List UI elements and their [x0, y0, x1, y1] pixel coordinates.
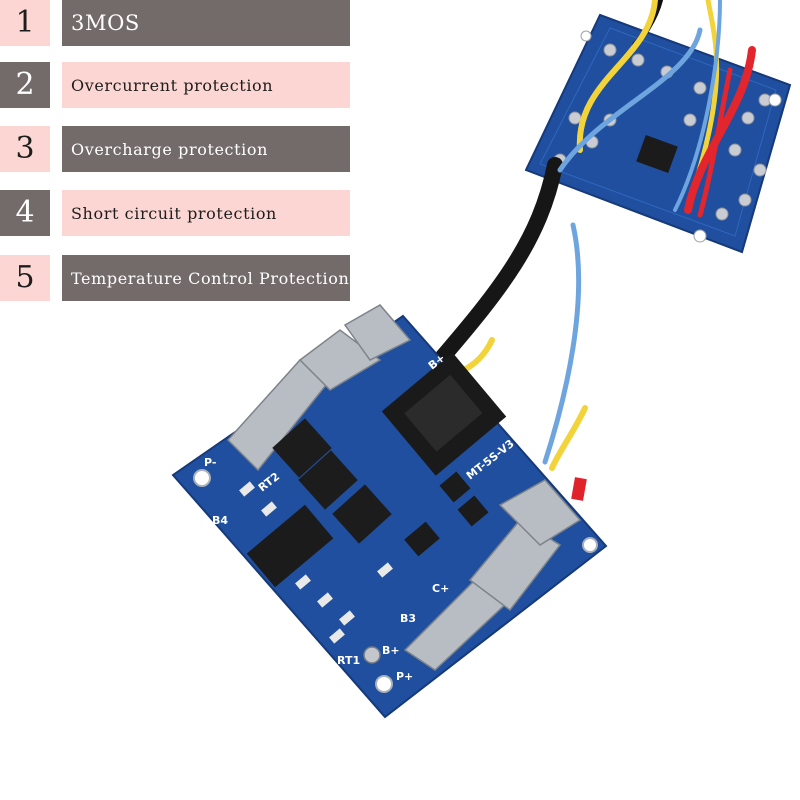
board-label-rt1: RT1	[337, 654, 360, 667]
feature-number-2: 2	[0, 62, 50, 108]
main-board: MT-5S-V3 B+ P- B4 C+ B3 B+ P+ RT1 RT2	[171, 304, 608, 719]
feature-number-5: 5	[0, 255, 50, 301]
feature-label-2: Overcurrent protection	[62, 62, 350, 108]
feature-number-3: 3	[0, 126, 50, 172]
feature-label-1: 3MOS	[62, 0, 350, 46]
feature-label-3: Overcharge protection	[62, 126, 350, 172]
feature-label-5: Temperature Control Protection	[62, 255, 350, 301]
board-label-b4: B4	[212, 514, 228, 527]
feature-label-4: Short circuit protection	[62, 190, 350, 236]
sub-board	[524, 13, 792, 254]
feature-row-2: 2 Overcurrent protection	[0, 62, 350, 108]
board-label-p-plus: P+	[396, 670, 413, 683]
board-label-b-plus-bottom: B+	[382, 644, 400, 657]
board-label-b3: B3	[400, 612, 416, 625]
feature-row-5: 5 Temperature Control Protection	[0, 255, 350, 301]
board-label-c-plus: C+	[432, 582, 449, 595]
feature-number-1: 1	[0, 0, 50, 46]
feature-list: 1 3MOS 2 Overcurrent protection 3 Overch…	[0, 0, 360, 310]
board-label-p-minus: P-	[204, 456, 216, 469]
feature-number-4: 4	[0, 190, 50, 236]
feature-row-3: 3 Overcharge protection	[0, 126, 350, 172]
feature-row-1: 1 3MOS	[0, 0, 350, 46]
feature-row-4: 4 Short circuit protection	[0, 190, 350, 236]
